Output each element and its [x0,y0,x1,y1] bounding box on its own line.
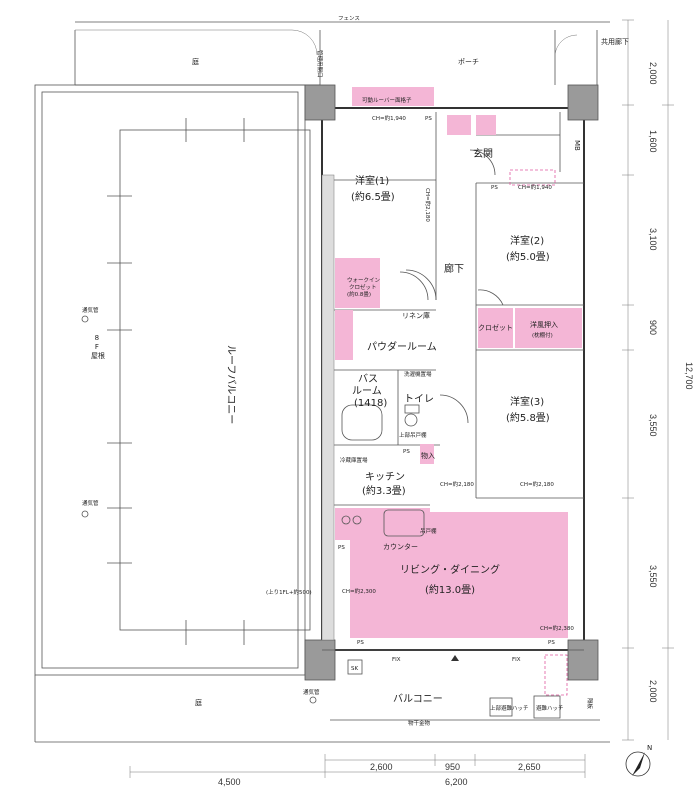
bottom-dimensions: 2,600 950 2,650 4,500 6,200 [129,754,586,787]
pink-fixtures [335,87,582,696]
garden-bottom-label: 庭 [195,698,202,707]
porch-label: ポーチ [458,58,479,66]
western-closet-label: 洋風押入 [530,320,558,329]
ps-label-1: PS [425,116,432,122]
compass-north-label: N [647,744,652,752]
bedroom2-size: (約5.0畳) [506,250,550,263]
ch-note-7: CH=約2,380 [540,624,574,632]
column-bottom-right [567,639,599,681]
powder-room-label: パウダールーム [367,340,437,353]
dim-right-2: 1,600 [648,130,658,153]
bedroom1-label: 洋室(1) [355,174,389,187]
dim-bottom-2: 950 [445,762,460,772]
west-wall [321,174,335,641]
hatch-upper-label: 上部避難ハッチ [490,704,529,712]
vent-label-2: 通気管 [82,499,99,507]
living-label: リビング・ダイニング [400,563,500,576]
hatch-label: 避難ハッチ [536,704,564,712]
sash-note: 可動ルーバー面格子 [362,96,412,104]
bedroom1-size: (約6.5畳) [351,190,395,203]
ps-label-3: PS [403,449,410,455]
ps-label-4: PS [338,545,345,551]
toilet-label: トイレ [404,394,434,405]
ps-label-6: PS [548,640,555,646]
living-size: (約13.0畳) [425,583,475,596]
step-note: (上り1FL+約500) [266,588,312,596]
column-top-left [304,84,336,121]
walkin-closet-label: ウォークイン クロゼット (約0.8畳) [347,276,382,298]
column-bottom-left [304,639,336,681]
roof-8f-label: 8 F 屋根 [91,334,105,360]
fix-label-1: FIX [392,657,401,663]
dim-right-1: 2,000 [648,62,658,85]
ch-note-6: CH=約2,300 [342,587,376,595]
fridge-label: 冷蔵庫置場 [340,456,368,464]
bathroom-label: バス ルーム (1418) [352,373,387,409]
dim-bottom-3: 2,650 [518,762,541,772]
vent-label-3: 通気管 [303,688,320,696]
bedroom2-label: 洋室(2) [510,234,544,247]
upper-shelf-label: 上部吊戸棚 [399,431,427,439]
fixtures [341,149,504,537]
ps-label-2: PS [491,185,498,191]
compass-icon: N [625,744,652,777]
ch-note-1: CH=約1,940 [372,114,406,122]
kitchen-size: (約3.3畳) [362,484,406,497]
ch-note-3: CH=約2,180 [424,188,432,222]
column-top-right [567,84,599,121]
partition-label: 隔板 [586,698,594,710]
balcony: SK FIX FIX バルコニー 物干金物 上部避難ハッチ 避難ハッチ 隔板 通… [303,649,610,743]
ps-labels: PS PS PS PS PS PS [338,116,555,646]
bottom-garden: 庭 [34,675,322,743]
dim-right-5: 3,550 [648,414,658,437]
entrance-label: 玄関 [473,147,493,160]
wash-label: 洗濯機置場 [404,370,432,378]
hallway-label: 廊下 [444,262,464,275]
dim-right-7: 2,000 [648,680,658,703]
dim-right-6: 3,550 [648,565,658,588]
fence-label: フェンス [338,15,360,22]
fix-label-2: FIX [512,657,521,663]
shelf-label: 吊戸棚 [420,527,437,535]
common-corridor-label: 共用廊下 [601,37,629,46]
ch-note-4: CH=約2,180 [440,480,474,488]
closet-label: クロゼット [478,323,513,332]
dim-bottom-left: 4,500 [218,777,241,787]
western-closet-sub: (枕棚付) [532,331,553,339]
ps-label-5: PS [357,640,364,646]
dim-bottom-total: 6,200 [445,777,468,787]
dim-right-3: 3,100 [648,228,658,251]
top-garden: フェンス 庭 ポーチ 管理用開口 共用廊下 [74,15,629,88]
roof-balcony: 8 F 屋根 ルーフバルコニー 通気管 通気管 [34,84,311,676]
storage-label: 物入 [421,451,435,460]
vent-label-1: 通気管 [82,306,99,314]
ch-note-2: CH=約1,940 [518,183,552,191]
sk-label: SK [351,666,358,672]
laundry-label: 物干金物 [408,719,431,727]
right-dimensions: 2,000 1,600 3,100 900 3,550 3,550 2,000 … [622,19,694,741]
bedroom3-label: 洋室(3) [510,395,544,408]
bedroom3-size: (約5.8畳) [506,411,550,424]
ch-note-5: CH=約2,180 [520,480,554,488]
dim-right-total: 12,700 [684,362,694,390]
counter-label: カウンター [383,542,418,551]
roof-balcony-label: ルーフバルコニー [225,345,237,424]
kitchen-label: キッチン [365,471,405,483]
balcony-label: バルコニー [393,693,443,705]
linen-label: リネン庫 [402,311,430,320]
mb-label: MB [573,140,581,151]
dim-bottom-1: 2,600 [370,762,393,772]
garden-top-label: 庭 [192,57,199,66]
dim-right-4: 900 [648,320,658,335]
